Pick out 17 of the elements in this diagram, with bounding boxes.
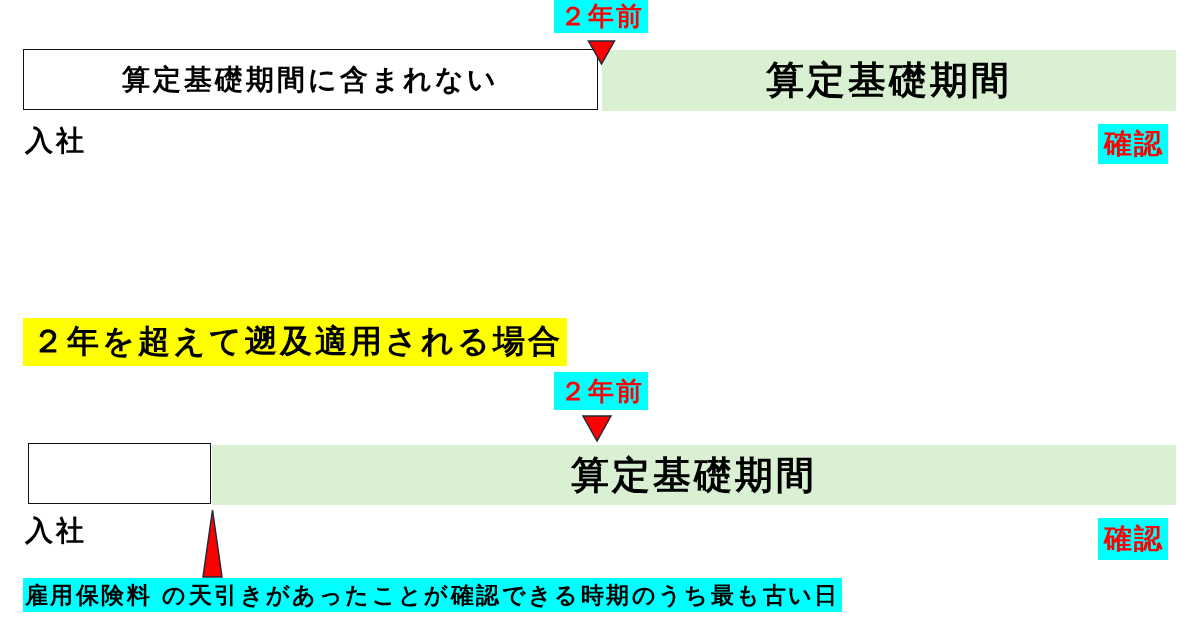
timeline-label: 入社 [25,513,87,549]
section-heading: ２年を超えて遡及適用される場合 [23,318,567,366]
highlighted-label: 確認 [1098,124,1168,164]
highlighted-note: 雇用保険料 の天引きがあったことが確認できる時期のうち最も古い日 [23,578,842,612]
period-bar [212,445,1176,505]
box-label: 算定基礎期間 [766,57,1012,104]
timeline-label: 入社 [25,123,87,159]
highlighted-label: ２年前 [554,0,648,33]
triangle-arrow [202,509,223,578]
box-label: 算定基礎期間 [571,451,817,499]
highlighted-label: 確認 [1098,518,1168,560]
period-box [23,49,598,110]
triangle-arrow [587,40,616,65]
period-bar [602,50,1176,111]
highlighted-label: ２年前 [554,372,648,410]
box-label: 算定基礎期間に含まれない [122,61,499,98]
triangle-arrow [582,415,612,442]
